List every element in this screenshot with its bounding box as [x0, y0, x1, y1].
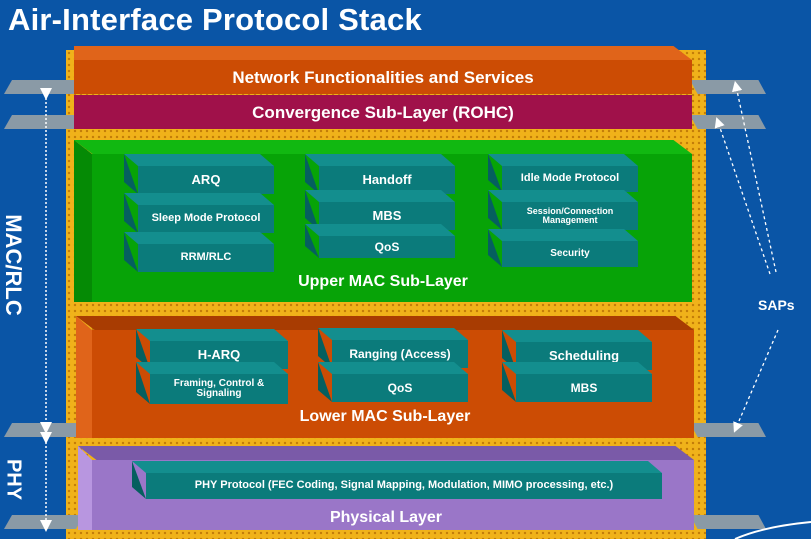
page-title: Air-Interface Protocol Stack [8, 2, 422, 37]
network-layer: Network Functionalities and Services [74, 46, 692, 94]
qos-upper-block: QoS [305, 224, 455, 258]
lower-mac-label: Lower MAC Sub-Layer [299, 408, 471, 425]
arq-block: ARQ [124, 154, 274, 194]
mbs-lower-block: MBS [502, 362, 652, 402]
framing-label: Framing, Control & Signaling [150, 374, 288, 404]
convergence-layer: Convergence Sub-Layer (ROHC) [74, 95, 692, 129]
physical-layer-label: Physical Layer [329, 509, 443, 526]
corner-swoosh [734, 521, 811, 539]
security-label: Security [502, 241, 638, 267]
session-connection-block: Session/Connection Management [488, 190, 638, 230]
handoff-label: Handoff [319, 166, 455, 194]
convergence-layer-label: Convergence Sub-Layer (ROHC) [252, 103, 514, 122]
session-connection-label: Session/Connection Management [502, 202, 638, 230]
saps-label: SAPs [758, 297, 795, 313]
handoff-block: Handoff [305, 154, 455, 194]
rrm-rlc-label: RRM/RLC [138, 244, 274, 272]
idle-mode-label: Idle Mode Protocol [502, 166, 638, 192]
sap-plate-right-2 [690, 115, 766, 129]
phy-protocol-block: PHY Protocol (FEC Coding, Signal Mapping… [132, 461, 662, 499]
network-layer-label: Network Functionalities and Services [232, 68, 534, 87]
sap-arrow-3 [733, 329, 779, 433]
sleep-mode-label: Sleep Mode Protocol [138, 205, 274, 233]
mbs-lower-label: MBS [516, 374, 652, 402]
sleep-mode-block: Sleep Mode Protocol [124, 193, 274, 233]
upper-mac-label: Upper MAC Sub-Layer [298, 273, 468, 290]
idle-mode-block: Idle Mode Protocol [488, 154, 638, 192]
qos-upper-label: QoS [319, 236, 455, 258]
sap-plate-left-1 [4, 80, 84, 94]
rrm-rlc-block: RRM/RLC [124, 232, 274, 272]
sap-arrow-2 [714, 117, 771, 275]
framing-block: Framing, Control & Signaling [136, 362, 288, 404]
qos-lower-label: QoS [332, 374, 468, 402]
security-block: Security [488, 229, 638, 267]
arq-label: ARQ [138, 166, 274, 194]
phy-protocol-label: PHY Protocol (FEC Coding, Signal Mapping… [146, 473, 662, 499]
sap-arrow-1 [732, 80, 777, 273]
sap-plate-right-1 [690, 80, 766, 94]
sap-plate-right-3 [690, 423, 766, 437]
qos-lower-block: QoS [318, 362, 468, 402]
sap-plate-right-4 [690, 515, 766, 529]
